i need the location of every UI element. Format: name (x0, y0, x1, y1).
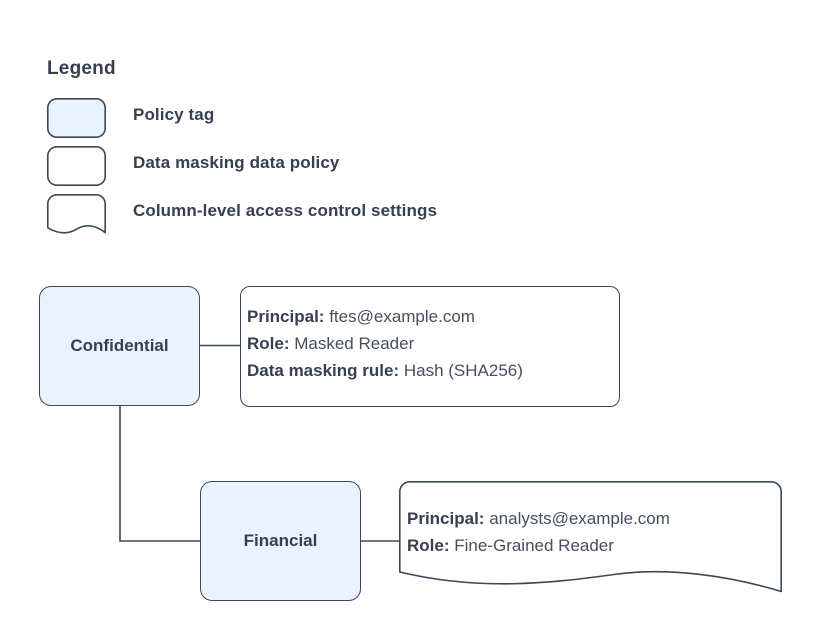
masking-label-role: Role: (247, 334, 290, 353)
legend-swatch-column-access-settings (47, 194, 106, 234)
card-data-masking-policy[interactable]: Principal: ftes@example.com Role: Masked… (240, 286, 620, 407)
card-column-access-settings-shape (399, 481, 782, 593)
masking-value-role: Masked Reader (294, 334, 415, 353)
node-confidential[interactable]: Confidential (39, 286, 200, 406)
masking-line-principal: Principal: ftes@example.com (247, 303, 523, 330)
colaccess-value-principal: analysts@example.com (489, 509, 670, 528)
legend-swatch-policy-tag (47, 98, 107, 139)
node-financial-label: Financial (243, 531, 318, 550)
card-column-access-settings-text: Principal: analysts@example.com Role: Fi… (407, 505, 670, 559)
edge-confidential-to-financial (119, 406, 200, 542)
masking-value-principal: ftes@example.com (329, 307, 475, 326)
masking-label-principal: Principal: (247, 307, 325, 326)
colaccess-line-principal: Principal: analysts@example.com (407, 505, 670, 532)
legend-label-column-access-settings: Column-level access control settings (133, 201, 438, 220)
masking-label-rule: Data masking rule: (247, 361, 400, 380)
legend-label-policy-tag: Policy tag (133, 105, 215, 124)
node-financial[interactable]: Financial (200, 481, 361, 601)
masking-line-rule: Data masking rule: Hash (SHA256) (247, 357, 523, 384)
legend-label-data-masking-policy: Data masking data policy (133, 153, 340, 172)
card-column-access-settings[interactable]: Principal: analysts@example.com Role: Fi… (399, 481, 782, 599)
colaccess-line-role: Role: Fine-Grained Reader (407, 532, 670, 559)
colaccess-value-role: Fine-Grained Reader (454, 536, 614, 555)
masking-value-rule: Hash (SHA256) (403, 361, 523, 380)
card-data-masking-policy-text: Principal: ftes@example.com Role: Masked… (247, 303, 523, 384)
colaccess-label-role: Role: (407, 536, 450, 555)
legend-swatch-data-masking-policy (47, 146, 107, 187)
masking-line-role: Role: Masked Reader (247, 330, 523, 357)
legend-title: Legend (47, 58, 116, 79)
node-confidential-label: Confidential (70, 336, 169, 355)
colaccess-label-principal: Principal: (407, 509, 485, 528)
